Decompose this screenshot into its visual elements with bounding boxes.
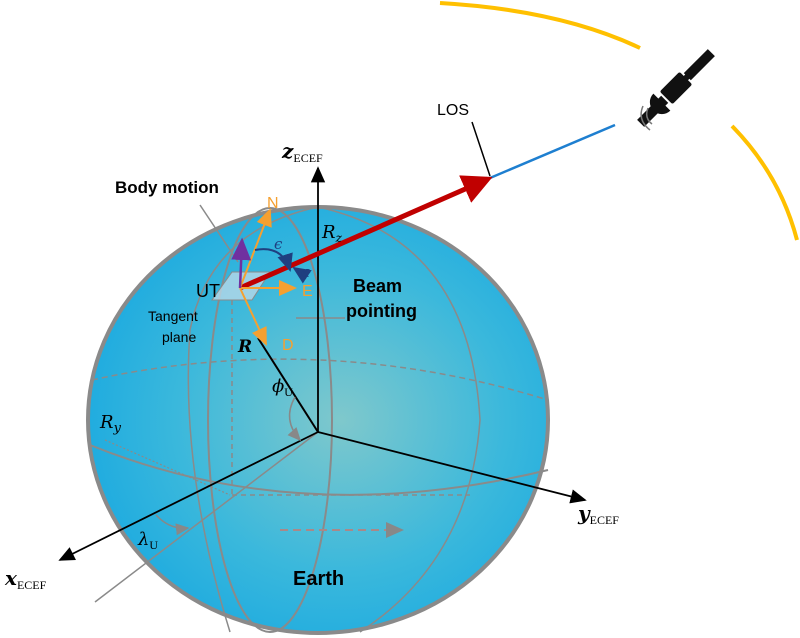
- satellite-orbit-arc: [439, 1, 641, 50]
- tangent-plane-label-2: plane: [162, 329, 196, 345]
- signal-waves-icon: [640, 105, 653, 131]
- x-axis: [58, 431, 319, 561]
- ut-label: UT: [196, 281, 220, 301]
- equator: [89, 444, 549, 496]
- kappa-label: κ: [299, 263, 310, 281]
- ry-label: Ry: [99, 412, 122, 436]
- meridian-front: [207, 207, 333, 633]
- meridian-right: [317, 206, 481, 633]
- meridian-ut: [187, 206, 319, 633]
- r-vector: [257, 337, 319, 433]
- lambda-reference-line: [94, 431, 319, 603]
- y-axis: [317, 431, 587, 504]
- epsilon-angle-arc: [254, 248, 293, 272]
- r-vector-label: R: [237, 337, 252, 357]
- phi-angle-arc: [287, 396, 302, 442]
- y-axis-label: yECEF: [577, 501, 619, 527]
- earth-label: Earth: [293, 568, 344, 590]
- tangent-plane-label-1: Tangent: [148, 308, 198, 324]
- z-axis-label: zECEF: [281, 139, 323, 165]
- lambda-angle-arc: [155, 514, 190, 536]
- kappa-angle-arc: [292, 266, 312, 284]
- east-label: E: [302, 283, 313, 300]
- beam-pointing-label-2: pointing: [346, 301, 417, 321]
- equator-back: [91, 358, 549, 401]
- rz-label: Rz: [321, 222, 343, 245]
- north-label: N: [267, 195, 279, 212]
- body-motion-label: Body motion: [115, 178, 219, 197]
- down-label: D: [282, 337, 294, 354]
- down-arrow: [239, 287, 267, 346]
- los-label: LOS: [437, 102, 469, 119]
- satellite-icon: [637, 49, 715, 127]
- los-beam-line: [489, 123, 616, 180]
- lambda-label: λU: [137, 529, 158, 552]
- los-leader: [471, 121, 491, 177]
- epsilon-label: ϵ: [274, 235, 283, 253]
- x-axis-label: xECEF: [4, 566, 47, 592]
- phi-label: ϕU: [272, 376, 293, 399]
- body-motion-arrow: [231, 237, 252, 289]
- satellite-orbit-arc-lower: [730, 124, 799, 241]
- beam-pointing-label-1: Beam: [353, 276, 402, 296]
